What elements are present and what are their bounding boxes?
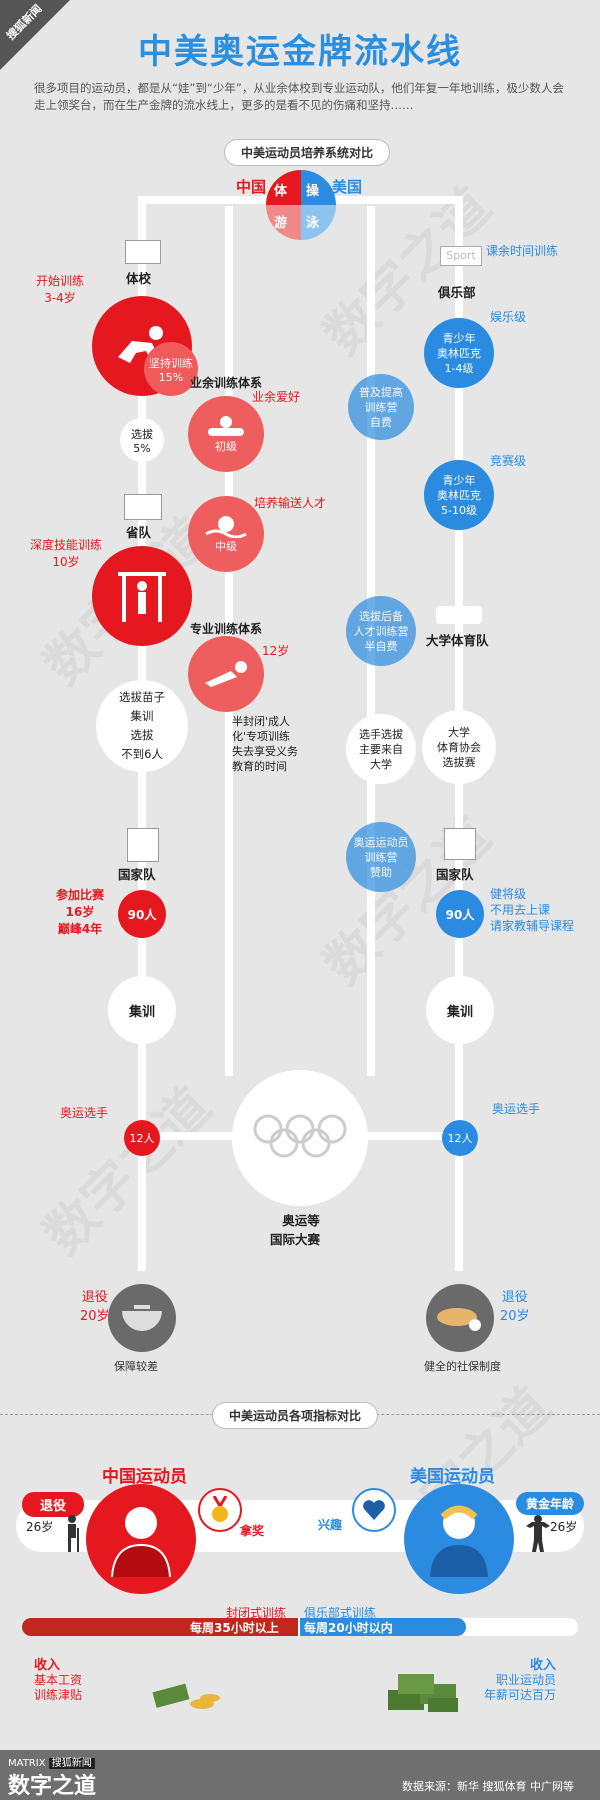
gymnast-icon — [92, 546, 192, 646]
us-aoyun-label: 奥运选手 — [492, 1102, 541, 1116]
zhongji-circle: 中级 — [188, 496, 264, 572]
cn-athlete-avatar — [86, 1484, 196, 1594]
us-training-bar — [300, 1618, 466, 1636]
yeyu-title: 业余训练体系 — [190, 376, 263, 390]
xiehui-circle: 大学 体育协会 选拔赛 — [422, 710, 496, 784]
us-athlete-title: 美国运动员 — [410, 1467, 495, 1487]
fengbi-label: 封闭式训练 — [226, 1606, 287, 1620]
xuanba-us-circle: 选拔后备 人才训练营 半自费 — [346, 596, 416, 666]
footer-brand-top: MATRIX 搜狐新闻 — [8, 1754, 95, 1769]
us-athlete-avatar — [404, 1484, 514, 1594]
us-90-circle: 90人 — [436, 890, 484, 938]
track-top-right — [332, 196, 463, 204]
footer-source: 数据来源：新华 搜狐体育 中广网等 — [402, 1780, 574, 1793]
capitol-icon — [444, 828, 476, 860]
olympic-label: 奥运等 国际大赛 — [269, 1213, 320, 1247]
corner-logo: 搜狐新闻 — [0, 0, 70, 70]
swimmer-icon — [188, 636, 264, 712]
school-icon — [125, 240, 161, 264]
najiang-text: 拿奖 — [240, 1524, 265, 1538]
shengdui-label: 省队 — [126, 525, 152, 540]
cn-bar-text: 每周35小时以上 — [190, 1621, 279, 1635]
track-top-left — [138, 196, 268, 204]
bread-icon — [426, 1284, 494, 1352]
us-shebao-label: 健全的社保制度 — [424, 1360, 501, 1373]
cn-tuiyi-text: 退役 20岁 — [80, 1290, 110, 1324]
zanzhu-circle: 奥运运动员 训练营 赞助 — [346, 822, 416, 892]
kaishi-text: 开始训练 3-4岁 — [36, 274, 85, 305]
yule-text: 娱乐级 — [490, 310, 527, 324]
julebu-label: 俱乐部 — [438, 285, 476, 300]
sport-split-circle: 体 操 游 泳 — [266, 170, 336, 240]
yeyu-aihao: 业余爱好 — [252, 390, 301, 404]
peiyang-text: 培养输送人才 — [254, 496, 327, 510]
watermark: 数字之道 — [33, 1076, 223, 1267]
us-12-circle: 12人 — [442, 1120, 478, 1156]
xuanba-circle: 选拔 5% — [120, 418, 164, 462]
cn-90-circle: 90人 — [118, 890, 166, 938]
cn-training-bar — [22, 1618, 298, 1636]
julebu-train-label: 俱乐部式训练 — [304, 1606, 377, 1620]
miaozi-circle: 选拔苗子 集训 选拔 不到6人 — [96, 680, 188, 772]
section2-title: 中美运动员各项指标对比 — [212, 1402, 379, 1429]
ao1-circle: 青少年 奥林匹克 1-4级 — [424, 318, 494, 388]
footer — [0, 1750, 600, 1800]
china-label: 中国 — [236, 178, 267, 196]
xuanshou-circle: 选手选拔 主要来自 大学 — [346, 714, 416, 784]
big-money-icon — [384, 1666, 464, 1720]
puji-circle: 普及提高 训练营 自费 — [348, 374, 414, 440]
small-money-icon — [152, 1678, 222, 1716]
jianchi-badge: 坚持训练 15% — [144, 342, 198, 396]
chuji-circle: 初级 — [188, 396, 264, 472]
zhuanye-note: 半封闭'成人 化'专项训练 失去享受义务 教育的时间 — [232, 715, 298, 773]
jianjiang-text: 健将级 不用去上课 请家教辅导课程 — [490, 887, 575, 933]
heart-icon — [352, 1488, 396, 1532]
cn-tuiyi-badge: 退役 — [22, 1492, 85, 1517]
building-icon — [124, 494, 162, 520]
huangjin-badge: 黄金年龄 — [516, 1492, 585, 1515]
bowl-icon — [108, 1284, 176, 1352]
cn-jixun-circle: 集训 — [108, 976, 176, 1044]
jingsai-text: 竞赛级 — [490, 454, 527, 468]
crutch-figure-icon — [62, 1514, 82, 1556]
track-olympic-right — [362, 1132, 462, 1140]
us-jixun-circle: 集训 — [426, 976, 494, 1044]
guojiadui-us-label: 国家队 — [436, 867, 474, 882]
cn-athlete-title: 中国运动员 — [102, 1467, 187, 1487]
footer-brand: 数字之道 — [8, 1774, 97, 1799]
guojiadui-cn-label: 国家队 — [118, 867, 156, 882]
tixiao-label: 体校 — [126, 271, 152, 286]
section-title: 中美运动员培养系统对比 — [224, 139, 391, 166]
ao2-circle: 青少年 奥林匹克 5-10级 — [424, 460, 494, 530]
cn-baozhang-label: 保障较差 — [114, 1360, 158, 1373]
zhuanye-title: 专业训练体系 — [190, 622, 263, 636]
us-age-text: 26岁 — [550, 1520, 578, 1534]
xingqu-text: 兴趣 — [318, 1518, 343, 1532]
canjia-text: 参加比赛 16岁 巅峰4年 — [56, 888, 105, 936]
track-olympic-left — [138, 1132, 238, 1140]
cn-income-text: 收入 基本工资 训练津贴 — [34, 1658, 83, 1702]
intro-text: 很多项目的运动员，都是从“娃”到“少年”，从业余体校到专业运动队，他们年复一年地… — [34, 81, 564, 112]
strong-figure-icon — [524, 1514, 552, 1556]
us-bar-text: 每周20小时以内 — [304, 1621, 393, 1635]
medal-icon — [198, 1488, 242, 1532]
kecheng-text: 课余时间训练 — [486, 244, 559, 258]
cn-aoyun-label: 奥运选手 — [60, 1106, 109, 1120]
sport-sign-icon: Sport — [440, 246, 482, 266]
daxue-label: 大学体育队 — [426, 633, 489, 648]
age12-text: 12岁 — [262, 644, 290, 658]
university-icon — [436, 606, 482, 624]
us-income-text: 收入 职业运动员 年薪可达百万 — [483, 1658, 556, 1702]
cn-age-text: 26岁 — [26, 1520, 54, 1534]
page-title: 中美奥运金牌流水线 — [138, 32, 462, 72]
usa-label: 美国 — [332, 178, 363, 196]
cn-12-circle: 12人 — [124, 1120, 160, 1156]
olympic-rings-icon — [232, 1070, 368, 1206]
tower-icon — [127, 828, 159, 862]
shendu-text: 深度技能训练 10岁 — [30, 538, 103, 569]
us-tuiyi-text: 退役 20岁 — [500, 1290, 530, 1324]
